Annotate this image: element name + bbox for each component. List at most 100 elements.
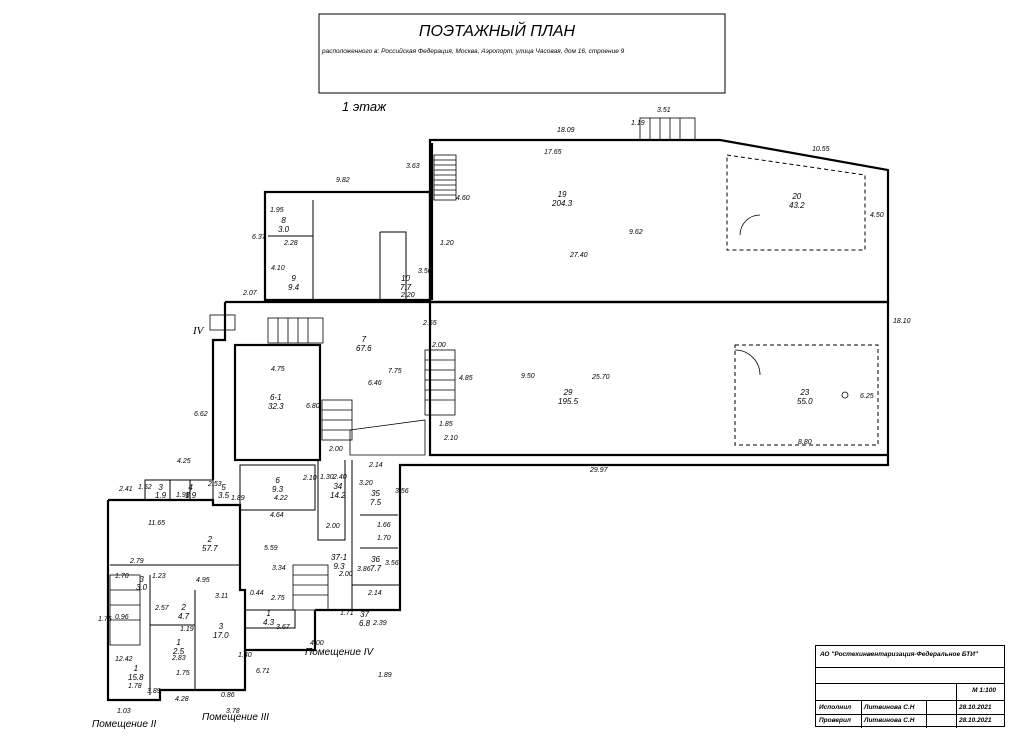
room-number: 1 bbox=[266, 609, 271, 618]
room-10: 10 7.7 bbox=[400, 274, 411, 292]
dim: 1.70 bbox=[115, 573, 129, 580]
dim: 2.00 bbox=[329, 446, 343, 453]
room-3-small: 3 3.0 bbox=[136, 576, 147, 592]
dim: 7.75 bbox=[388, 368, 402, 375]
room-29: 29 195.5 bbox=[558, 388, 578, 406]
dim: 12.42 bbox=[115, 656, 133, 663]
room-number: 4 bbox=[188, 483, 193, 492]
dim: 3.86 bbox=[357, 566, 371, 573]
dim: 3.67 bbox=[276, 624, 290, 631]
room-area: 4.3 bbox=[263, 618, 275, 627]
dim: 1.19 bbox=[180, 626, 194, 633]
dim: 6.62 bbox=[194, 411, 208, 418]
dim: 1.19 bbox=[631, 120, 645, 127]
dim: 2.79 bbox=[130, 558, 144, 565]
room-area: 7.7 bbox=[400, 283, 412, 292]
dim: 1.20 bbox=[440, 240, 454, 247]
dim: 4.75 bbox=[271, 366, 285, 373]
room-area: 1.9 bbox=[155, 491, 167, 500]
dim: 1.71 bbox=[340, 610, 354, 617]
roman-label-iv: IV bbox=[193, 325, 204, 337]
dim: 3.56 bbox=[385, 560, 399, 567]
dim: 4.25 bbox=[177, 458, 191, 465]
dim: 1.75 bbox=[98, 616, 112, 623]
room-area: 17.0 bbox=[213, 631, 229, 640]
room-area: 9.3 bbox=[333, 562, 345, 571]
room-area: 1.9 bbox=[185, 491, 197, 500]
dim: 2.14 bbox=[369, 462, 383, 469]
room-area: 6.8 bbox=[359, 619, 371, 628]
dim: 9.62 bbox=[629, 229, 643, 236]
dim: 2.75 bbox=[271, 595, 285, 602]
plan-address: расположенного в: Российская Федерация, … bbox=[321, 47, 625, 55]
dim: 2.39 bbox=[373, 620, 387, 627]
room-area: 57.7 bbox=[202, 544, 218, 553]
room-2-small: 2 4.7 bbox=[178, 603, 189, 621]
dim: 2.83 bbox=[172, 655, 186, 662]
dim: 1.98 bbox=[176, 492, 190, 499]
room-area: 67.6 bbox=[356, 344, 372, 353]
dim: 2.20 bbox=[401, 292, 415, 299]
room-area: 14.2 bbox=[330, 491, 346, 500]
room-20: 20 43.2 bbox=[789, 192, 805, 210]
dim: 1.03 bbox=[117, 708, 131, 715]
room-area: 55.0 bbox=[797, 397, 813, 406]
dim: 2.00 bbox=[339, 571, 353, 578]
dim: 3.89 bbox=[147, 688, 161, 695]
room-area: 3.5 bbox=[218, 491, 230, 500]
dim: 5.59 bbox=[264, 545, 278, 552]
dim: 3.63 bbox=[406, 163, 420, 170]
room-area: 32.3 bbox=[268, 402, 284, 411]
dim: 2.57 bbox=[155, 605, 169, 612]
room-number: 9 bbox=[291, 274, 296, 283]
dim: 8.80 bbox=[798, 439, 812, 446]
stamp-name-2: Литвинова С.Н bbox=[864, 717, 915, 724]
room-3-office: 3 17.0 bbox=[213, 622, 229, 640]
dim: 2.10 bbox=[444, 435, 458, 442]
dim: 4.00 bbox=[310, 640, 324, 647]
section-label-iii: Помещение III bbox=[202, 712, 270, 723]
room-area: 9.3 bbox=[272, 485, 284, 494]
room-number: 34 bbox=[333, 482, 343, 491]
room-number: 1 bbox=[133, 664, 139, 673]
dim: 2.10 bbox=[303, 475, 317, 482]
dim: 1.66 bbox=[377, 522, 391, 529]
room-area: 7.5 bbox=[370, 498, 382, 507]
room-number: 2 bbox=[181, 603, 186, 612]
room-37: 37 6.8 bbox=[359, 610, 370, 628]
dim: 3.34 bbox=[272, 565, 286, 572]
stamp-scale: М 1:100 bbox=[972, 687, 996, 694]
dim: 9.50 bbox=[521, 373, 535, 380]
dim: 4.10 bbox=[271, 265, 285, 272]
room-number: 1 bbox=[176, 638, 181, 647]
room-number: 6 bbox=[275, 476, 280, 485]
dim: 6.37 bbox=[252, 234, 266, 241]
dim: 0.96 bbox=[115, 614, 129, 621]
room-number: 3 bbox=[218, 622, 224, 631]
room-1-25: 1 2.5 bbox=[173, 638, 184, 656]
room-area: 15.8 bbox=[128, 673, 144, 682]
room-number: 37 bbox=[360, 610, 370, 619]
room-37-1: 37-1 9.3 bbox=[331, 553, 347, 571]
dim: 6.25 bbox=[860, 393, 874, 400]
room-area: 4.7 bbox=[178, 612, 190, 621]
room-number: 7 bbox=[361, 335, 367, 344]
room-6-1: 6-1 32.3 bbox=[268, 393, 284, 411]
zone-23 bbox=[734, 344, 879, 446]
room-area: 7.7 bbox=[370, 564, 382, 573]
dim: 1.70 bbox=[377, 535, 391, 542]
zone-20 bbox=[726, 154, 866, 251]
dim: 2.00 bbox=[432, 342, 446, 349]
room-number: 36 bbox=[371, 555, 381, 564]
dim: 2.07 bbox=[243, 290, 257, 297]
room-1-158: 1 15.8 bbox=[128, 664, 144, 682]
dim: 17.65 bbox=[544, 149, 562, 156]
dim: 3.78 bbox=[226, 708, 240, 715]
room-number: 5 bbox=[221, 483, 226, 492]
section-label-iv: Помещение IV bbox=[305, 647, 374, 658]
room-1-small: 1 4.3 bbox=[263, 609, 274, 627]
room-5: 5 3.5 bbox=[218, 484, 229, 500]
dim: 4.50 bbox=[870, 212, 884, 219]
room-7: 7 67.6 bbox=[356, 335, 372, 353]
